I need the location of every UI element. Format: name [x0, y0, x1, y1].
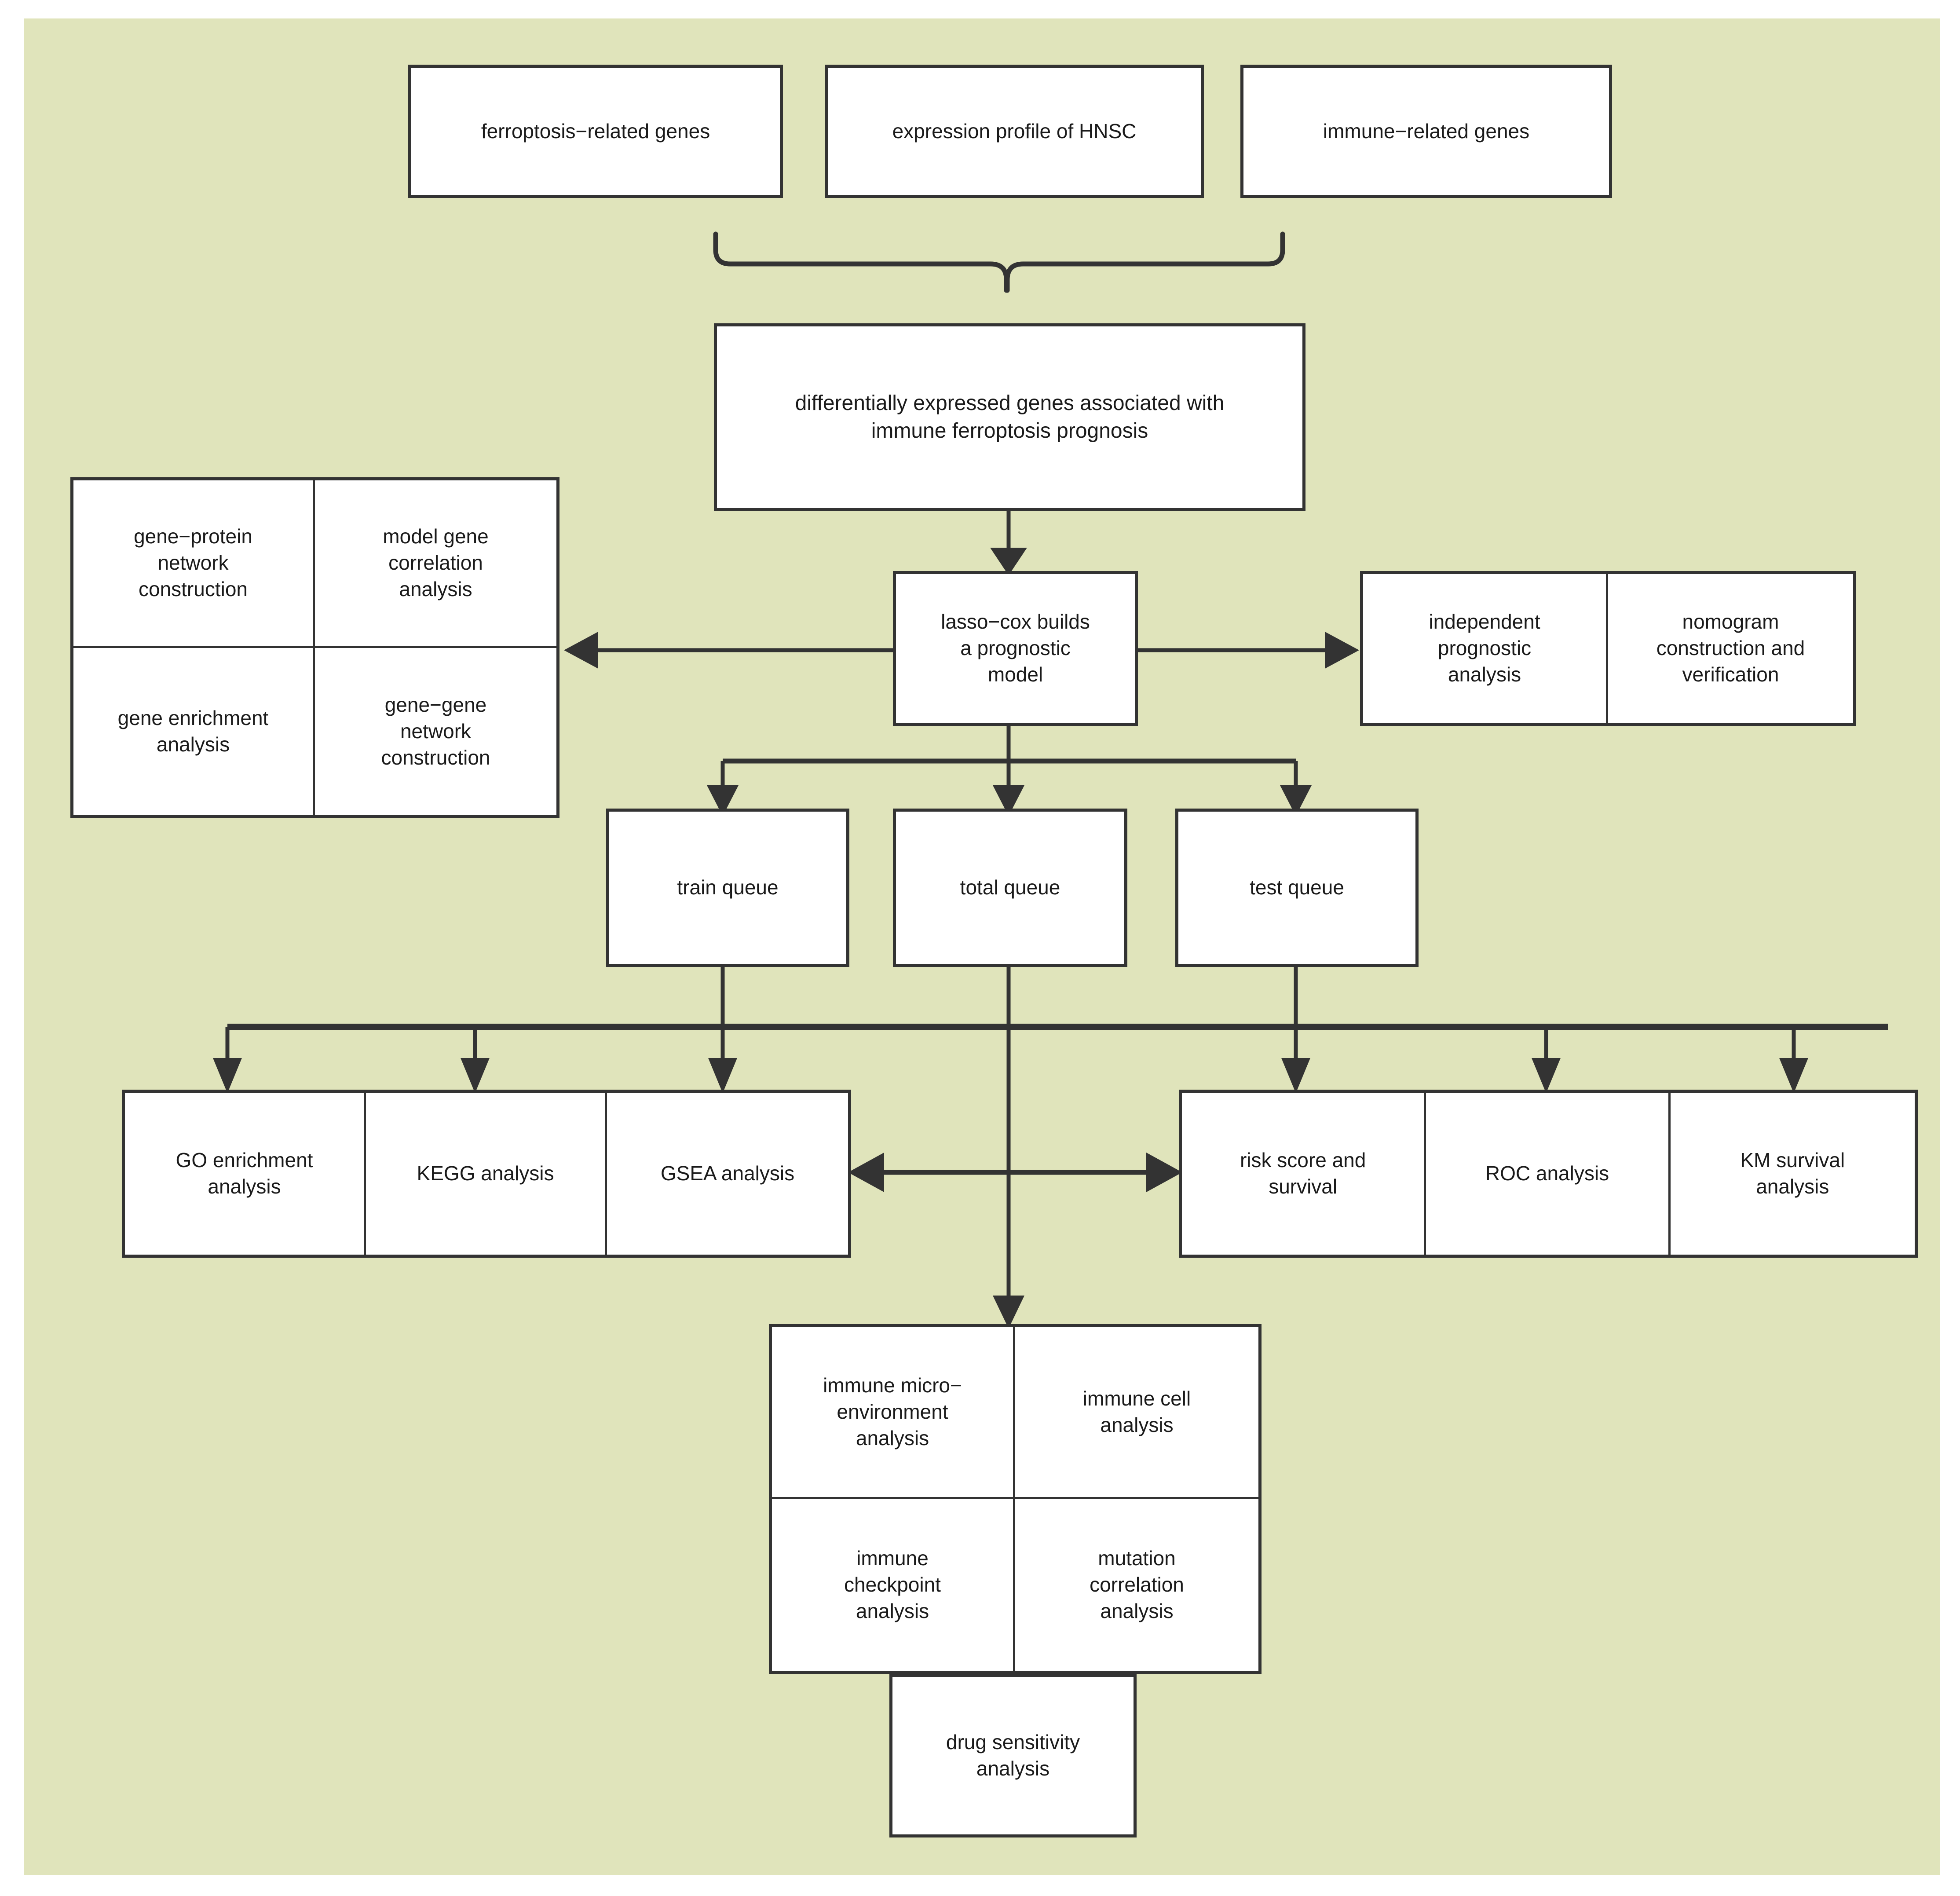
cell-label: immune micro− environment analysis [823, 1374, 962, 1449]
enrichment-analysis-row: GO enrichment analysis KEGG analysis GSE… [122, 1090, 851, 1258]
cell-label: KM survival analysis [1740, 1149, 1845, 1198]
cell-label: risk score and survival [1240, 1149, 1366, 1198]
cell-label: gene−protein network construction [134, 525, 252, 600]
grid-cell-immune-checkpoint[interactable]: immune checkpoint analysis [772, 1499, 1015, 1671]
grid-cell-immune-cell-analysis[interactable]: immune cell analysis [1015, 1327, 1258, 1499]
grid-cell-km-survival[interactable]: KM survival analysis [1671, 1093, 1915, 1255]
input-box-hnsc-expression[interactable]: expression profile of HNSC [825, 65, 1204, 198]
queue-label: total queue [960, 876, 1060, 899]
cell-label: KEGG analysis [417, 1162, 554, 1185]
input-box-immune-genes[interactable]: immune−related genes [1240, 65, 1612, 198]
deg-box[interactable]: differentially expressed genes associate… [714, 323, 1305, 511]
drug-sensitivity-box[interactable]: drug sensitivity analysis [889, 1674, 1137, 1837]
cell-label: mutation correlation analysis [1090, 1547, 1184, 1622]
grid-cell-gsea-analysis[interactable]: GSEA analysis [607, 1093, 848, 1255]
queue-label: test queue [1250, 876, 1344, 899]
immune-analysis-grid: immune micro− environment analysis immun… [769, 1324, 1262, 1674]
cell-label: gene enrichment analysis [117, 706, 269, 756]
cell-label: GSEA analysis [660, 1162, 795, 1185]
grid-cell-gene-protein-network[interactable]: gene−protein network construction [73, 480, 315, 648]
risk-validation-row: risk score and survival ROC analysis KM … [1179, 1090, 1918, 1258]
grid-cell-go-enrichment[interactable]: GO enrichment analysis [125, 1093, 366, 1255]
cell-label: ROC analysis [1485, 1162, 1609, 1185]
grid-cell-model-gene-correlation[interactable]: model gene correlation analysis [315, 480, 556, 648]
input-box-label: expression profile of HNSC [892, 119, 1137, 143]
cell-label: GO enrichment analysis [176, 1149, 313, 1198]
prognostic-validation-grid: independent prognostic analysis nomogram… [1360, 571, 1856, 726]
cell-label: nomogram construction and verification [1656, 610, 1805, 686]
grid-cell-gene-gene-network[interactable]: gene−gene network construction [315, 648, 556, 816]
grid-cell-kegg-analysis[interactable]: KEGG analysis [366, 1093, 607, 1255]
cell-label: model gene correlation analysis [383, 525, 489, 600]
grid-cell-gene-enrichment[interactable]: gene enrichment analysis [73, 648, 315, 815]
grid-cell-roc-analysis[interactable]: ROC analysis [1426, 1093, 1671, 1255]
grid-cell-risk-score-survival[interactable]: risk score and survival [1182, 1093, 1426, 1255]
input-box-ferroptosis-genes[interactable]: ferroptosis−related genes [408, 65, 783, 198]
downstream-network-grid: gene−protein network construction model … [70, 477, 559, 818]
grid-cell-mutation-correlation[interactable]: mutation correlation analysis [1015, 1499, 1258, 1671]
grid-cell-nomogram[interactable]: nomogram construction and verification [1608, 574, 1853, 723]
drug-sensitivity-label: drug sensitivity analysis [946, 1731, 1080, 1780]
queue-box-test[interactable]: test queue [1175, 809, 1419, 967]
cell-label: immune cell analysis [1082, 1387, 1191, 1436]
grid-cell-immune-microenvironment[interactable]: immune micro− environment analysis [772, 1327, 1015, 1499]
queue-box-train[interactable]: train queue [606, 809, 849, 967]
cell-label: independent prognostic analysis [1429, 610, 1540, 686]
queue-box-total[interactable]: total queue [893, 809, 1127, 967]
cell-label: immune checkpoint analysis [844, 1547, 941, 1622]
lasso-cox-model-label: lasso−cox builds a prognostic model [941, 610, 1090, 686]
input-box-label: ferroptosis−related genes [481, 119, 710, 143]
grid-cell-independent-prognostic[interactable]: independent prognostic analysis [1363, 574, 1608, 723]
queue-label: train queue [677, 876, 779, 899]
lasso-cox-model-box[interactable]: lasso−cox builds a prognostic model [893, 571, 1138, 726]
input-box-label: immune−related genes [1323, 119, 1530, 143]
cell-label: gene−gene network construction [381, 693, 490, 769]
deg-label: differentially expressed genes associate… [795, 392, 1225, 443]
